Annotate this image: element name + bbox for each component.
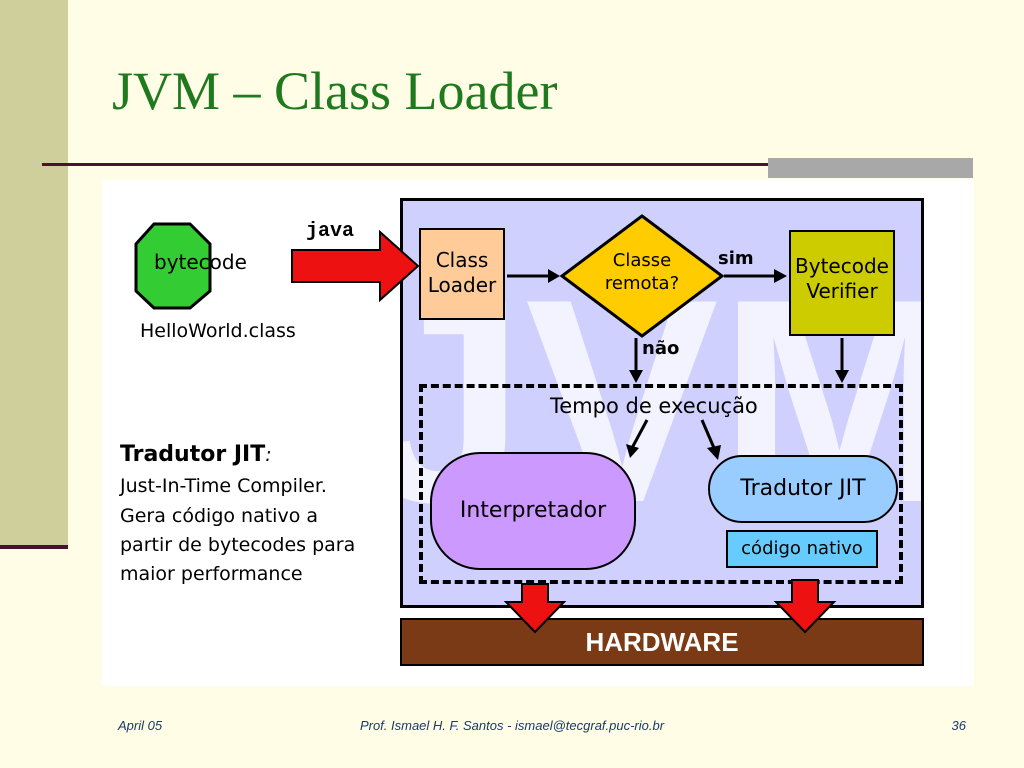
footer-date: April 05	[118, 718, 163, 733]
arrowhead-to-interpreter	[626, 444, 639, 458]
footer-author: Prof. Ismael H. F. Santos - ismael@tecgr…	[359, 718, 665, 733]
class-loader-line-1: Class	[435, 248, 489, 272]
no-label: não	[642, 338, 680, 359]
bytecode-label: bytecode	[154, 250, 247, 274]
jit-note-heading-suffix: :	[265, 444, 272, 466]
bytecode-verifier-box: Bytecode Verifier	[789, 230, 895, 336]
java-command-label: java	[306, 220, 355, 243]
interpreter-box: Interpretador	[430, 452, 636, 570]
decision-diamond	[559, 214, 725, 338]
native-code-box: código nativo	[726, 530, 878, 568]
decision-line-1: Classe	[612, 250, 672, 271]
connector-to-jit	[700, 419, 716, 449]
decision-label: Classe remota?	[592, 250, 692, 295]
title-rule	[42, 163, 782, 166]
jit-note-line-4: maior performance	[120, 563, 303, 586]
class-loader-line-2: Loader	[427, 273, 497, 297]
slide-title: JVM – Class Loader	[112, 61, 558, 121]
arrowhead-to-jit	[707, 445, 721, 460]
jit-note-line-1: Just-In-Time Compiler.	[120, 475, 327, 498]
verifier-line-2: Verifier	[806, 279, 878, 303]
interpreter-to-hardware-arrow	[503, 583, 567, 634]
left-accent-band	[0, 0, 68, 545]
footer-page-number: 36	[951, 718, 966, 733]
diagram-shapes	[134, 214, 849, 634]
jit-note-heading-text: Tradutor JIT	[120, 442, 266, 467]
jit-note: Tradutor JIT: Just-In-Time Compiler. Ger…	[120, 438, 355, 590]
grey-accent-bar	[768, 158, 973, 178]
left-accent-line	[0, 545, 68, 549]
class-loader-box: Class Loader	[419, 228, 505, 320]
jvm-class-loader-diagram: JVM HARDWARE bytecode HelloWorld.class j…	[102, 180, 974, 686]
java-arrow	[291, 229, 420, 303]
jit-note-heading: Tradutor JIT:	[120, 438, 355, 472]
jit-note-line-3: partir de bytecodes para	[120, 533, 356, 556]
jit-note-line-2: Gera código nativo a	[120, 504, 319, 527]
yes-label: sim	[718, 248, 754, 269]
arrowhead-to-decision	[548, 269, 560, 283]
verifier-line-1: Bytecode	[795, 254, 889, 278]
arrowhead-decision-down	[629, 370, 643, 383]
runtime-area	[419, 384, 903, 584]
bytecode-octagon	[134, 222, 212, 310]
jit-translator-box: Tradutor JIT	[708, 455, 898, 523]
hardware-bar: HARDWARE	[400, 618, 924, 666]
arrowhead-verifier-down	[835, 370, 849, 383]
bytecode-filename: HelloWorld.class	[140, 320, 296, 342]
connector-to-interpreter	[630, 419, 649, 449]
decision-line-2: remota?	[604, 272, 680, 294]
arrowhead-to-verifier	[774, 269, 787, 283]
native-to-hardware-arrow	[773, 579, 837, 634]
runtime-label: Tempo de execução	[550, 394, 758, 418]
